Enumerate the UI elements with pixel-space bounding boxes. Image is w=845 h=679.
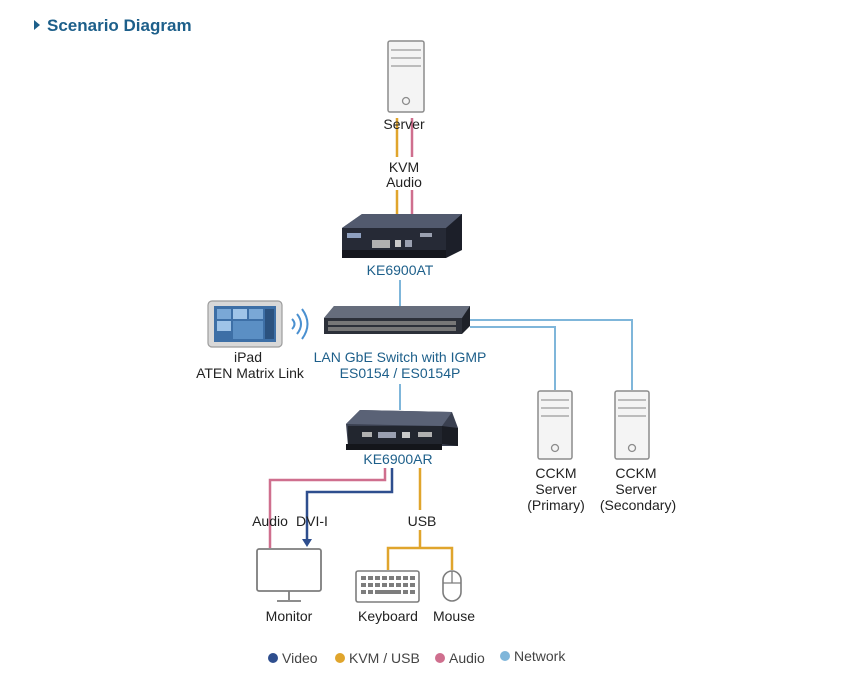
audio-top-label: Audio	[386, 174, 422, 190]
legend-network-swatch	[500, 651, 510, 661]
ar-audio-line	[268, 468, 387, 548]
monitor-icon	[256, 548, 322, 602]
cckm-primary-label-2: Server	[535, 481, 577, 497]
legend-network-label: Network	[514, 648, 566, 664]
legend-audio-swatch	[435, 653, 445, 663]
legend-kvm-usb-swatch	[335, 653, 345, 663]
legend: Video KVM / USB Audio Network	[268, 648, 566, 666]
server-label: Server	[383, 116, 425, 132]
mouse-icon	[442, 570, 462, 602]
ke6900ar-device-icon	[346, 410, 458, 450]
usb-split-line	[386, 546, 454, 570]
kvm-label: KVM	[389, 159, 419, 175]
video-arrow-icon	[302, 539, 312, 547]
switch-label-line2: ES0154 / ES0154P	[340, 365, 461, 381]
legend-video-label: Video	[282, 650, 318, 666]
ar-video-line	[305, 468, 394, 540]
cckm-secondary-label-3: (Secondary)	[600, 497, 676, 513]
monitor-label: Monitor	[266, 608, 313, 624]
dvi-label: DVI-I	[296, 513, 328, 529]
cckm-primary-server-icon	[537, 390, 573, 460]
legend-audio-label: Audio	[449, 650, 485, 666]
ke6900at-device-icon	[342, 214, 462, 258]
switch-label-line1: LAN GbE Switch with IGMP	[314, 349, 487, 365]
ipad-icon	[207, 300, 283, 348]
network-switch-icon	[324, 306, 470, 334]
cckm-secondary-network-line	[470, 319, 633, 390]
audio-bottom-label: Audio	[252, 513, 288, 529]
cckm-secondary-label-2: Server	[615, 481, 657, 497]
keyboard-icon	[355, 570, 420, 603]
title-arrow-icon	[34, 20, 40, 30]
cckm-primary-label-1: CCKM	[535, 465, 576, 481]
cckm-secondary-server-icon	[614, 390, 650, 460]
cckm-primary-network-line	[470, 326, 556, 390]
legend-kvm-usb-label: KVM / USB	[349, 650, 420, 666]
keyboard-label: Keyboard	[358, 608, 418, 624]
server-icon	[387, 40, 425, 113]
wireless-signal-icon	[291, 308, 309, 340]
ke6900at-label: KE6900AT	[367, 262, 434, 278]
legend-video-swatch	[268, 653, 278, 663]
aten-matrix-link-label: ATEN Matrix Link	[196, 365, 305, 381]
cckm-primary-label-3: (Primary)	[527, 497, 585, 513]
mouse-label: Mouse	[433, 608, 475, 624]
usb-label: USB	[408, 513, 437, 529]
cckm-secondary-label-1: CCKM	[615, 465, 656, 481]
page-title: Scenario Diagram	[47, 16, 192, 35]
ipad-label: iPad	[234, 349, 262, 365]
ke6900ar-label: KE6900AR	[363, 451, 432, 467]
